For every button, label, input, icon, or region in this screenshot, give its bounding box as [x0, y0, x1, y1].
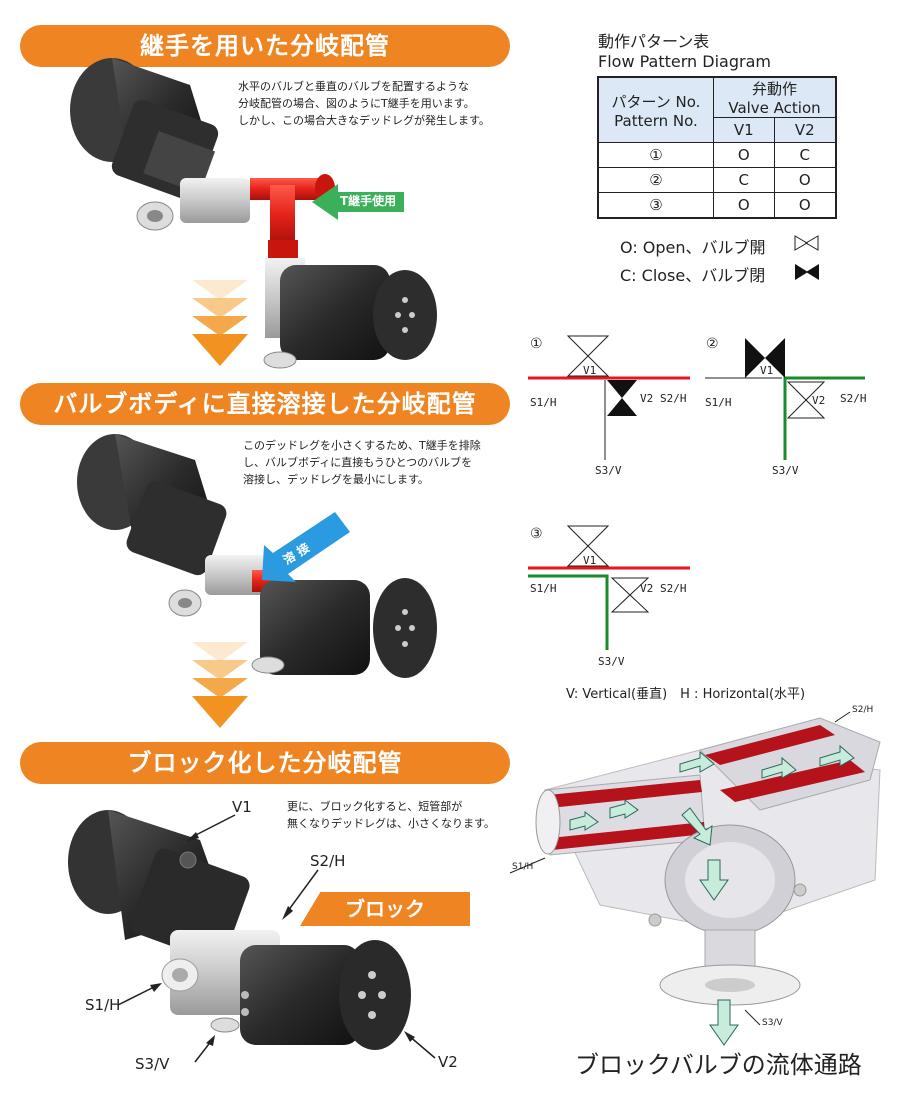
- action-header: 弁動作 Valve Action: [713, 76, 837, 118]
- vh-note: V: Vertical(垂直) H : Horizontal(水平): [566, 687, 806, 702]
- flow-pattern-table: パターン No. Pattern No. 弁動作 Valve Action V1…: [597, 76, 837, 219]
- table-title-jp: 動作パターン表: [598, 32, 710, 51]
- table-title: 動作パターン表 Flow Pattern Diagram: [598, 32, 771, 72]
- section-2-valve-illustration: [77, 434, 437, 678]
- diagram-1-s1: S1/H: [530, 396, 557, 409]
- diagram-3-v2: V2: [640, 582, 654, 595]
- section-1-description: 水平のバルブと垂直のバルブを配置するような 分岐配管の場合、図のようにT継手を用…: [238, 80, 490, 127]
- down-arrow-2: [192, 642, 248, 728]
- block-valve-callouts: [509, 711, 851, 1026]
- flow-diagram-1: [528, 335, 690, 460]
- section-3-callouts: [117, 814, 436, 1063]
- section-3-title: ブロック化した分岐配管: [20, 742, 510, 784]
- col-v1-header: V1: [713, 117, 775, 143]
- row-v1: O: [713, 142, 775, 168]
- diagram-1-v2: V2: [640, 392, 654, 405]
- action-header-en: Valve Action: [728, 99, 821, 117]
- row-v1: C: [713, 167, 775, 193]
- section-3-valve-illustration: [68, 810, 411, 1050]
- section-2-description: このデッドレグを小さくするため、T継手を排除 し、バルブボディに直接もうひとつの…: [243, 439, 481, 486]
- diagram-2-v1: V1: [760, 364, 774, 377]
- block-valve-caption: ブロックバルブの流体通路: [575, 1051, 862, 1079]
- table-row: ③ O O: [597, 192, 837, 219]
- t-joint-label: T継手使用: [340, 194, 397, 208]
- diagram-3-s1: S1/H: [530, 582, 557, 595]
- weld-arrow: [262, 512, 350, 582]
- t-joint-arrow: [312, 184, 404, 220]
- diagram-1-s2: S2/H: [660, 392, 687, 405]
- diagram-2-s2: S2/H: [840, 392, 867, 405]
- pattern-header-en: Pattern No.: [614, 111, 698, 130]
- legend-close-symbol: [795, 264, 819, 280]
- table-row: ② C O: [597, 167, 837, 193]
- section-3-description: 更に、ブロック化すると、短管部が 無くなりデッドレグは、小さくなります。: [287, 800, 495, 830]
- pattern-header-jp: パターン No.: [611, 92, 701, 111]
- diagram-2-v2: V2: [812, 394, 826, 407]
- row-no: ②: [597, 167, 714, 193]
- block-valve-s2h: S2/H: [852, 705, 874, 715]
- label-v1: V1: [232, 798, 252, 816]
- col-v2-header: V2: [773, 117, 837, 143]
- row-v1: O: [713, 192, 775, 219]
- block-tag: ブロック: [300, 892, 470, 926]
- legend-close: C: Close、バルブ閉: [620, 266, 766, 285]
- block-valve-s3v: S3/V: [762, 1018, 783, 1028]
- pattern-header: パターン No. Pattern No.: [597, 76, 714, 143]
- diagram-3-number: ③: [530, 526, 543, 542]
- down-arrow-1: [192, 280, 248, 366]
- diagram-2-s3: S3/V: [772, 464, 799, 477]
- row-v2: O: [773, 192, 837, 219]
- section-2-title: バルブボディに直接溶接した分岐配管: [20, 383, 510, 425]
- block-valve-cutaway: [535, 717, 881, 1046]
- legend-open: O: Open、バルブ開: [620, 238, 766, 257]
- diagram-3-s3: S3/V: [598, 655, 625, 668]
- diagram-3-v1: V1: [583, 554, 597, 567]
- diagram-2-number: ②: [706, 336, 719, 352]
- label-s2h: S2/H: [310, 852, 346, 870]
- section-1-valve-illustration: [70, 58, 437, 369]
- diagram-1-v1: V1: [583, 364, 597, 377]
- flow-diagram-2: [705, 338, 865, 460]
- label-s1h: S1/H: [85, 996, 121, 1014]
- row-no: ①: [597, 142, 714, 168]
- action-header-jp: 弁動作: [751, 80, 797, 98]
- table-title-en: Flow Pattern Diagram: [598, 52, 771, 71]
- diagram-1-s3: S3/V: [595, 464, 622, 477]
- flow-diagram-3: [528, 525, 690, 650]
- table-row: ① O C: [597, 142, 837, 168]
- row-v2: C: [773, 142, 837, 168]
- label-s3v: S3/V: [135, 1055, 170, 1073]
- diagram-3-s2: S2/H: [660, 582, 687, 595]
- label-v2: V2: [438, 1053, 458, 1071]
- row-no: ③: [597, 192, 714, 219]
- diagram-2-s1: S1/H: [705, 396, 732, 409]
- diagram-1-number: ①: [530, 336, 543, 352]
- block-valve-s1h: S1/H: [512, 862, 534, 872]
- legend-open-symbol: [794, 235, 819, 251]
- row-v2: O: [773, 167, 837, 193]
